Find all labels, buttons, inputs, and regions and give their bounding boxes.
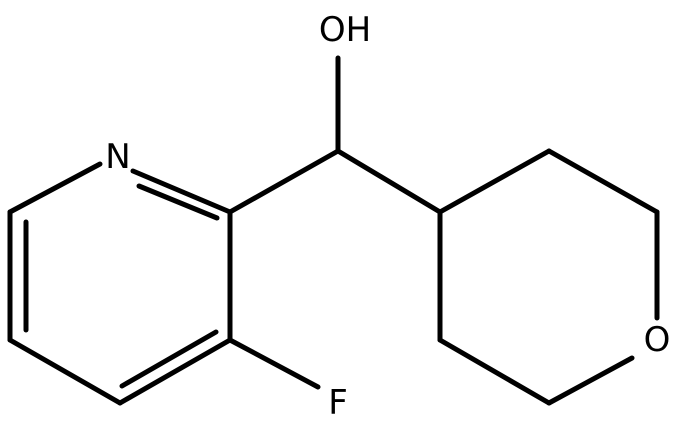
ring-oxygen-label: O bbox=[644, 320, 671, 360]
bond-c6-n bbox=[7, 161, 103, 215]
bond-o-c6prime bbox=[546, 355, 635, 406]
fluorine-label: F bbox=[328, 383, 348, 423]
hydroxyl-label: OH bbox=[319, 10, 371, 50]
nitrogen-label: N bbox=[105, 137, 130, 177]
bond-n-c2 bbox=[130, 168, 233, 215]
atom-labels: OH N F O bbox=[105, 10, 670, 423]
linker-bonds bbox=[227, 55, 443, 390]
bond-c4-c5 bbox=[7, 337, 123, 406]
oxane-ring bbox=[437, 148, 660, 406]
pyridine-ring bbox=[7, 161, 233, 406]
bond-c3-f bbox=[227, 337, 321, 390]
bond-c2-n-inner bbox=[136, 183, 220, 221]
bond-c3prime-c2prime bbox=[546, 148, 660, 215]
bond-c2-ch bbox=[227, 148, 341, 215]
bond-ch-c4prime bbox=[335, 148, 443, 215]
bond-c3-c4-inner bbox=[119, 329, 219, 389]
bond-c4prime-c3prime bbox=[437, 148, 552, 215]
bond-c6prime-c5prime bbox=[437, 337, 552, 406]
bond-c3-c4 bbox=[117, 337, 233, 406]
